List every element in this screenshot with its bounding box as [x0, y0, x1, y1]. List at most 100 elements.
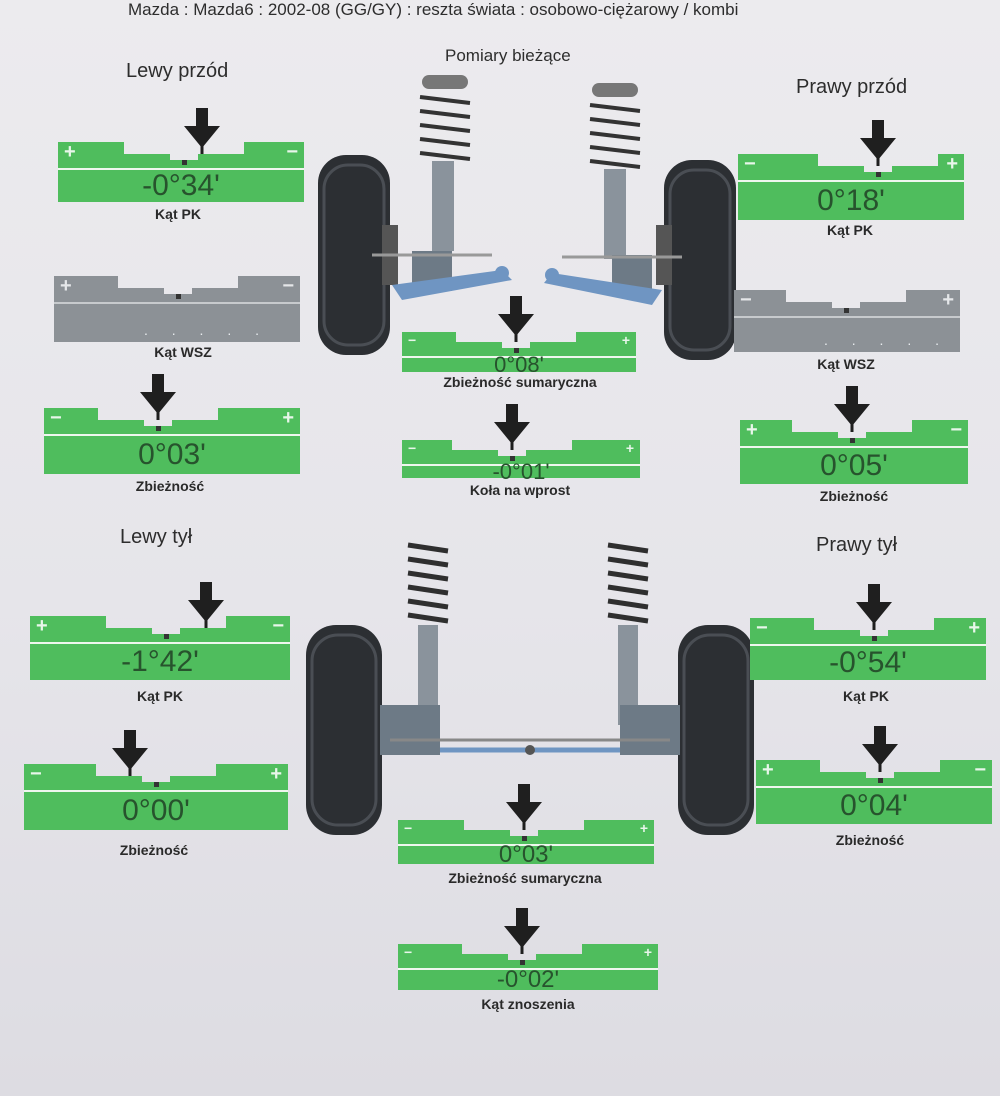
plus-sign-icon: +	[946, 153, 958, 175]
rear-left-toe-caption: Zbieżność	[119, 842, 189, 858]
front-left-camber-caption: Kąt PK	[155, 206, 201, 222]
front-right-toe-value: 0°05'	[740, 446, 968, 484]
down-arrow-pointer-icon	[832, 386, 872, 432]
gauge-center-mark	[514, 348, 519, 353]
front-right-sai-value	[734, 316, 960, 352]
rear-right-title: Prawy tył	[816, 534, 898, 556]
front-right-camber-gauge: 0°18' −+	[738, 120, 964, 220]
minus-sign-icon: −	[50, 407, 62, 429]
minus-sign-icon: −	[408, 440, 417, 456]
plus-sign-icon: +	[64, 141, 76, 163]
minus-sign-icon: −	[744, 153, 756, 175]
down-arrow-pointer-icon	[858, 120, 898, 166]
plus-sign-icon: +	[625, 440, 634, 456]
minus-sign-icon: −	[286, 141, 298, 163]
rear-left-toe-gauge: 0°00' −+	[24, 730, 288, 830]
rear-left-camber-gauge: -1°42' + −	[30, 582, 290, 680]
gauge-center-mark	[872, 636, 877, 641]
down-arrow-pointer-icon	[186, 582, 226, 628]
minus-sign-icon: −	[272, 615, 284, 637]
rear-right-camber-value: -0°54'	[750, 644, 986, 680]
minus-sign-icon: −	[950, 419, 962, 441]
gauge-center-mark	[154, 782, 159, 787]
rear-right-toe-gauge: 0°04' + −	[756, 726, 992, 824]
front-left-camber-gauge: -0°34' + −	[58, 108, 304, 202]
minus-sign-icon: −	[282, 275, 294, 297]
rear-thrust-gauge: -0°02' − +	[398, 908, 658, 993]
minus-sign-icon: −	[974, 759, 986, 781]
plus-sign-icon: +	[270, 763, 282, 785]
gauge-center-mark	[176, 294, 181, 299]
down-arrow-pointer-icon	[496, 296, 536, 342]
minus-sign-icon: −	[408, 332, 417, 348]
plus-sign-icon: +	[60, 275, 72, 297]
down-arrow-pointer-icon	[182, 108, 222, 154]
gauge-center-mark	[876, 172, 881, 177]
front-total-toe-gauge: 0°08' −+	[402, 296, 636, 377]
gauge-track	[734, 286, 960, 316]
gauge-center-mark	[510, 456, 515, 461]
gauge-track	[58, 138, 304, 168]
rear-thrust-value: -0°02'	[398, 966, 658, 993]
gauge-track	[738, 150, 964, 180]
plus-sign-icon: +	[968, 617, 980, 639]
front-setback-gauge: -0°01' − +	[402, 404, 640, 484]
down-arrow-pointer-icon	[502, 908, 542, 954]
front-setback-value: -0°01'	[402, 459, 640, 484]
plus-sign-icon: +	[643, 944, 652, 960]
gauge-track	[54, 272, 300, 302]
rear-right-camber-caption: Kąt PK	[843, 688, 889, 704]
front-left-camber-value: -0°34'	[58, 168, 304, 202]
rear-total-toe-value: 0°03'	[398, 841, 654, 868]
gauge-center-mark	[520, 960, 525, 965]
rear-left-title: Lewy tył	[120, 526, 193, 548]
gauge-track	[398, 814, 654, 844]
front-left-sai-gauge: + − . . . . .	[54, 272, 300, 342]
down-arrow-pointer-icon	[138, 374, 178, 420]
rear-suspension-diagram	[300, 525, 760, 845]
rear-total-toe-caption: Zbieżność sumaryczna	[448, 870, 602, 886]
front-right-sai-caption: Kąt WSZ	[817, 356, 875, 372]
gauge-track	[750, 614, 986, 644]
gauge-center-mark	[850, 438, 855, 443]
front-setback-caption: Koła na wprost	[469, 482, 571, 498]
front-left-sai-caption: Kąt WSZ	[154, 344, 212, 360]
front-right-camber-caption: Kąt PK	[827, 222, 873, 238]
rear-right-toe-caption: Zbieżność	[835, 832, 905, 848]
gauge-center-mark	[522, 836, 527, 841]
plus-sign-icon: +	[762, 759, 774, 781]
minus-sign-icon: −	[756, 617, 768, 639]
front-suspension-diagram	[312, 75, 742, 365]
gauge-track	[740, 416, 968, 446]
plus-sign-icon: +	[36, 615, 48, 637]
front-right-toe-caption: Zbieżność	[819, 488, 889, 504]
down-arrow-pointer-icon	[492, 404, 532, 450]
gauge-track	[402, 434, 640, 464]
rear-left-camber-caption: Kąt PK	[137, 688, 183, 704]
down-arrow-pointer-icon	[504, 784, 544, 830]
front-left-sai-value	[54, 302, 300, 342]
front-right-sai-gauge: −+. . . . .	[734, 286, 960, 352]
scale-dots: . . . . .	[144, 322, 270, 338]
front-right-title: Prawy przód	[796, 76, 908, 98]
down-arrow-pointer-icon	[854, 584, 894, 630]
rear-right-toe-value: 0°04'	[756, 786, 992, 824]
front-left-toe-gauge: 0°03' −+	[44, 374, 300, 474]
gauge-track	[398, 938, 658, 968]
gauge-track	[44, 404, 300, 434]
plus-sign-icon: +	[282, 407, 294, 429]
rear-left-camber-value: -1°42'	[30, 642, 290, 680]
minus-sign-icon: −	[30, 763, 42, 785]
down-arrow-pointer-icon	[110, 730, 150, 776]
front-left-title: Lewy przód	[126, 60, 229, 82]
plus-sign-icon: +	[942, 289, 954, 311]
plus-sign-icon: +	[639, 820, 648, 836]
rear-right-camber-gauge: -0°54' − +	[750, 584, 986, 680]
gauge-track	[24, 760, 288, 790]
gauge-track	[756, 756, 992, 786]
minus-sign-icon: −	[404, 944, 413, 960]
plus-sign-icon: +	[621, 332, 630, 348]
gauge-center-mark	[156, 426, 161, 431]
page-subtitle: Pomiary bieżące	[445, 46, 571, 65]
down-arrow-pointer-icon	[860, 726, 900, 772]
